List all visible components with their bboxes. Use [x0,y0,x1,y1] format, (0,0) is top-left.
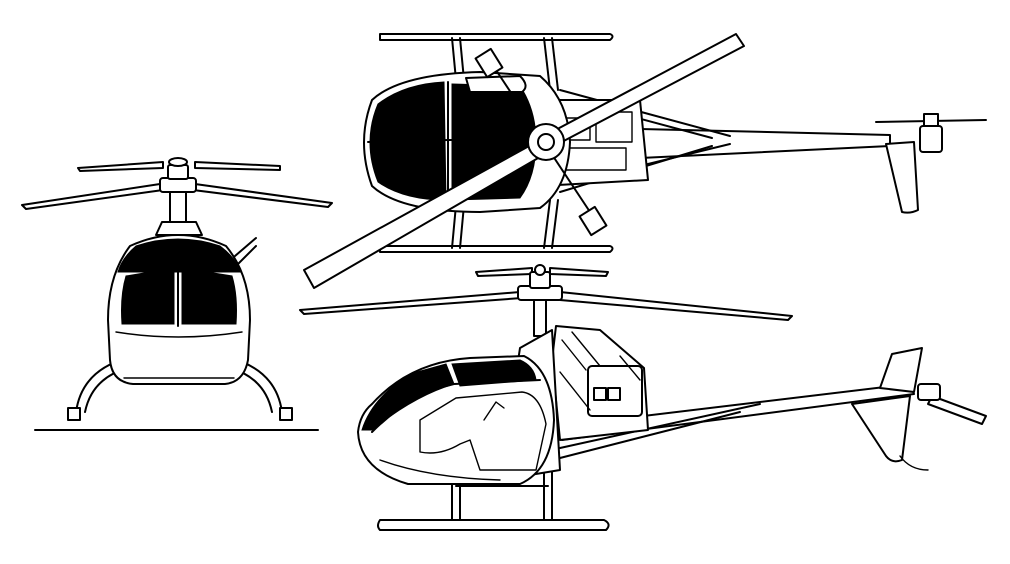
top-view-tail-gearbox [919,125,943,153]
top-view-rear-window [465,75,527,93]
top-view-canopy-frame-horizontal [367,139,535,143]
top-view-crosstube-rear-upper-b [551,37,559,91]
top-view-rotor-blade-upper [547,33,745,145]
front-view-rotor-blade-back-right [194,161,281,171]
top-view-crosstube-rear-lower-b [551,199,559,249]
top-view-tail-rotor-hub [923,113,939,127]
side-view-engine-cylinder-a [593,387,607,401]
side-view-rotor-blade-rear [559,291,793,321]
side-view-tail-rotor-blade [927,395,987,425]
top-view-paddle-lower [578,205,608,237]
top-view-crosstube-rear-lower [543,199,551,249]
front-view-rotor-blade-right [192,183,333,208]
side-view-canopy-frame [371,379,541,433]
front-view-rotor-blade-back-left [77,161,164,172]
side-view-boom-strut-lower [559,411,741,459]
side-view-door-handle [483,401,505,421]
front-view-nose-panel-line [115,331,243,338]
front-view-canopy-top [117,238,241,273]
front-view-skid-shoe-left [67,407,81,421]
side-view-lower-fin [851,395,911,463]
top-view-crosstube-rear-upper [543,37,551,91]
top-view-paddle-upper [474,47,504,79]
side-view-boom-strut [559,403,761,449]
top-view-boom-strut-upper [559,89,731,137]
side-view-skid [377,519,610,531]
side-view-tail-skid [899,455,929,471]
side-view-hub-cap [534,264,546,276]
side-view-rotor-blade-back-left [475,267,533,277]
top-view-stabilizer [885,141,919,214]
front-view-rotor-blade-left [21,183,164,210]
side-view-belly-line [379,459,501,481]
front-view-windshield-left [121,267,175,325]
front-view-windshield-right [181,267,237,325]
front-view [21,157,333,431]
side-view-rotor-blade-front [299,291,523,315]
front-view-skid-shoe-right [279,407,293,421]
side-view [299,264,987,531]
side-view-engine-cylinder-b [607,387,621,401]
side-view-door [419,391,547,471]
front-view-pylon [155,221,203,236]
top-view-skid-upper [379,33,614,41]
top-view [303,33,987,289]
side-view-rotor-blade-back-right [549,267,609,277]
top-view-skid-lower [379,245,614,253]
side-view-engine-tubing [559,331,641,411]
front-view-rotor-hub [159,177,197,193]
top-view-rotor-hub-center [537,133,555,151]
side-view-vertical-fin [879,347,923,393]
front-view-hub-cap [168,157,188,167]
side-view-tail-gearbox [917,383,941,401]
side-view-mast [533,299,547,337]
front-view-mast [169,191,187,225]
front-view-rotor-head [167,164,189,180]
